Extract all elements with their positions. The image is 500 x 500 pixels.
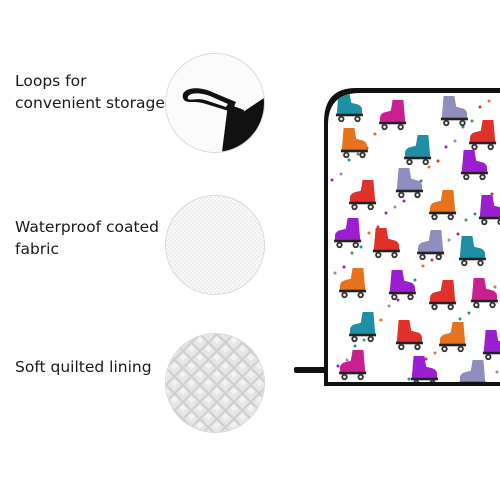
feature-quilted-label: Soft quilted lining xyxy=(15,356,165,378)
confetti-dot xyxy=(430,258,434,262)
confetti-dot xyxy=(453,139,457,143)
confetti-dot xyxy=(490,192,494,196)
feature-waterproof-line1: Waterproof coated xyxy=(15,218,159,236)
fabric-detail-circle xyxy=(165,195,265,295)
confetti-dot xyxy=(356,152,360,156)
confetti-dot xyxy=(333,271,337,275)
confetti-dot xyxy=(444,145,448,149)
confetti-dot xyxy=(396,298,400,302)
confetti-dot xyxy=(407,377,411,381)
feature-quilted-line1: Soft quilted lining xyxy=(15,358,152,376)
confetti-dot xyxy=(342,265,346,269)
confetti-dot xyxy=(447,238,451,242)
hanging-loop xyxy=(294,367,330,373)
confetti-dot xyxy=(362,338,366,342)
confetti-dot xyxy=(421,264,425,268)
fabric-texture-icon xyxy=(166,196,264,294)
confetti-dot xyxy=(359,245,363,249)
confetti-dot xyxy=(487,99,491,103)
confetti-dot xyxy=(345,358,349,362)
confetti-dot xyxy=(464,218,468,222)
feature-waterproof-line2: fabric xyxy=(15,240,59,258)
feature-loops-label: Loops for convenient storage xyxy=(15,70,165,114)
confetti-dot xyxy=(419,179,423,183)
confetti-dot xyxy=(384,211,388,215)
skate-pattern xyxy=(328,93,500,382)
confetti-dot xyxy=(461,125,465,129)
confetti-dot xyxy=(458,317,462,321)
confetti-dot xyxy=(353,344,357,348)
confetti-dot xyxy=(495,370,499,374)
confetti-dot xyxy=(387,304,391,308)
confetti-dot xyxy=(402,199,406,203)
confetti-dot xyxy=(379,318,383,322)
confetti-dot xyxy=(493,285,497,289)
confetti-dot xyxy=(347,158,351,162)
confetti-dot xyxy=(473,212,477,216)
confetti-dot xyxy=(376,225,380,229)
confetti-dot xyxy=(470,119,474,123)
confetti-dot xyxy=(478,105,482,109)
confetti-dot xyxy=(424,357,428,361)
loop-detail-circle xyxy=(165,53,265,153)
confetti-dot xyxy=(393,205,397,209)
confetti-dot xyxy=(328,93,332,97)
confetti-dot xyxy=(456,232,460,236)
confetti-dot xyxy=(427,165,431,169)
feature-waterproof-label: Waterproof coated fabric xyxy=(15,216,165,260)
feature-loops-line1: Loops for xyxy=(15,72,87,90)
confetti-dot xyxy=(336,364,340,368)
feature-loops-line2: convenient storage xyxy=(15,94,165,112)
confetti-dot xyxy=(467,311,471,315)
confetti-dot xyxy=(330,178,334,182)
quilted-lining-icon xyxy=(166,334,264,432)
confetti-dot xyxy=(350,251,354,255)
confetti-dot xyxy=(339,172,343,176)
confetti-dot xyxy=(413,278,417,282)
quilted-detail-circle xyxy=(165,333,265,433)
confetti-dot xyxy=(436,159,440,163)
confetti-dot xyxy=(433,351,437,355)
confetti-dot xyxy=(367,231,371,235)
confetti-dot xyxy=(373,132,377,136)
